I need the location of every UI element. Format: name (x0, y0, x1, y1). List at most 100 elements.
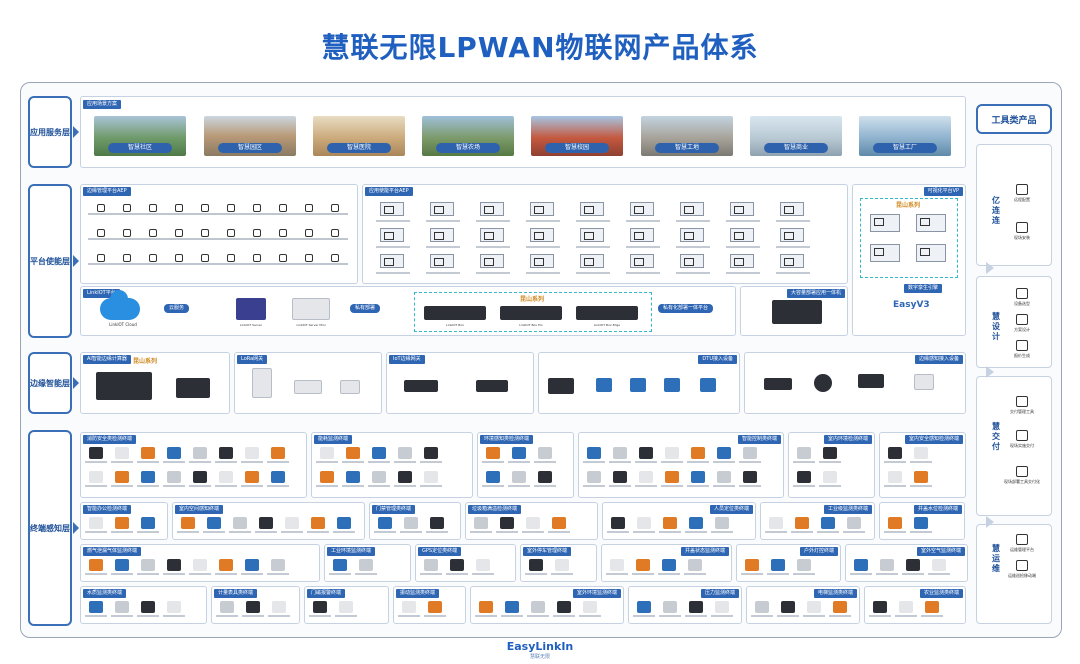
icon-caption-line (296, 213, 322, 215)
tool-item[interactable]: 运维管理平台 (1002, 534, 1042, 553)
device-icon (166, 229, 192, 241)
cloud-icon (100, 290, 140, 320)
device-caption-line (765, 531, 787, 533)
device-caption-line (215, 461, 237, 463)
module-icon (530, 254, 554, 268)
server-label: LinkIOT Server Mini (296, 323, 326, 327)
terminal-tag: 消防安全类检测终端 (83, 435, 137, 444)
device-caption-line (534, 485, 556, 487)
edge-tag: AI智能边缘计算器 (83, 355, 131, 364)
scene-photo-hospital[interactable]: 智慧医院 (313, 116, 405, 156)
tool-item[interactable]: 报价生成 (1002, 340, 1042, 359)
terminal-device-icon (769, 517, 783, 529)
device-caption-line (316, 485, 338, 487)
device-caption-line (189, 485, 211, 487)
terminal-device-icon (141, 447, 155, 459)
module-caption-line (776, 220, 810, 222)
device-caption-line (910, 531, 932, 533)
terminal-device-icon (821, 517, 835, 529)
tool-item[interactable]: 方案设计 (1002, 314, 1042, 333)
terminal-device-icon (246, 601, 260, 613)
terminal-device-icon (89, 517, 103, 529)
scene-photo-construction[interactable]: 智慧工地 (641, 116, 733, 156)
icon-caption-line (140, 213, 166, 215)
tool-item[interactable]: 交付管理工具 (1002, 396, 1042, 415)
device-caption-line (420, 485, 442, 487)
scene-photo-commerce[interactable]: 智慧商业 (750, 116, 842, 156)
edge-sensor-icon (814, 374, 832, 392)
device-icon (140, 204, 166, 216)
tool-item[interactable]: 现场部署工具交付化 (1002, 466, 1042, 485)
icon-caption-line (192, 213, 218, 215)
tool-item[interactable]: 远程配置 (1002, 184, 1042, 203)
scene-photo-farm[interactable]: 智慧农场 (422, 116, 514, 156)
device-caption-line (633, 615, 655, 617)
module-caption-line (726, 272, 760, 274)
device-caption-line (267, 461, 289, 463)
scene-photo-campus[interactable]: 智慧校园 (531, 116, 623, 156)
server-box-icon (424, 306, 486, 320)
tool-item[interactable]: 现场实施交付 (1002, 430, 1042, 449)
device-icon (270, 254, 296, 266)
terminal-device-icon (717, 447, 731, 459)
chevron-right-icon (986, 516, 994, 528)
device-caption-line (884, 531, 906, 533)
edge-tag: 边缘感知接入设备 (914, 355, 963, 364)
terminal-device-icon (167, 559, 181, 571)
device-caption-line (607, 531, 629, 533)
terminal-device-icon (424, 471, 438, 483)
server-box-edge-icon (576, 306, 638, 320)
device-glyph-icon (123, 204, 131, 212)
terminal-panel: 智能控制类终端 (578, 432, 784, 498)
device-caption-line (876, 573, 898, 575)
module-icon (780, 228, 804, 242)
terminal-device-icon (430, 517, 444, 529)
scene-caption: 智慧校园 (545, 143, 609, 153)
device-icon (166, 254, 192, 266)
tool-item[interactable]: 设备选型 (1002, 288, 1042, 307)
tool-item-icon (1016, 466, 1028, 477)
terminal-device-icon (717, 471, 731, 483)
device-caption-line (241, 485, 263, 487)
server-display-icon (236, 298, 266, 320)
vp-tag: 可视化平台VP (923, 187, 963, 196)
module-caption-line (676, 220, 710, 222)
device-glyph-icon (253, 254, 261, 262)
device-caption-line (137, 573, 159, 575)
tool-item-icon (1016, 184, 1028, 195)
device-caption-line (895, 615, 917, 617)
module-icon (430, 254, 454, 268)
device-glyph-icon (305, 229, 313, 237)
allinone-server-icon (772, 300, 822, 324)
device-caption-line (472, 573, 494, 575)
tool-group-ops (976, 524, 1052, 624)
tool-item-icon (1016, 560, 1028, 571)
device-glyph-icon (227, 229, 235, 237)
scene-photo-community[interactable]: 智慧社区 (94, 116, 186, 156)
device-glyph-icon (201, 204, 209, 212)
device-caption-line (606, 573, 628, 575)
device-caption-line (137, 531, 159, 533)
icon-caption-line (88, 263, 114, 265)
device-caption-line (501, 615, 523, 617)
terminal-device-icon (906, 559, 920, 571)
device-caption-line (482, 485, 504, 487)
device-caption-line (368, 485, 390, 487)
scene-caption: 智慧工厂 (873, 143, 937, 153)
terminal-device-icon (167, 447, 181, 459)
device-caption-line (307, 531, 329, 533)
device-caption-line (426, 531, 448, 533)
dtu-device-icon (596, 378, 612, 392)
tool-item[interactable]: 现场安装 (1002, 222, 1042, 241)
device-caption-line (793, 485, 815, 487)
device-icon (88, 229, 114, 241)
edge-tag: DTU接入设备 (698, 355, 737, 364)
scene-photo-park[interactable]: 智慧园区 (204, 116, 296, 156)
device-glyph-icon (331, 254, 339, 262)
tool-item[interactable]: 运维巡检移动端 (1002, 560, 1042, 579)
layer-label-terminal: 终端感知层 (28, 430, 72, 626)
terminal-device-icon (639, 471, 653, 483)
scene-photo-factory[interactable]: 智慧工厂 (859, 116, 951, 156)
terminal-device-icon (89, 447, 103, 459)
device-glyph-icon (201, 254, 209, 262)
